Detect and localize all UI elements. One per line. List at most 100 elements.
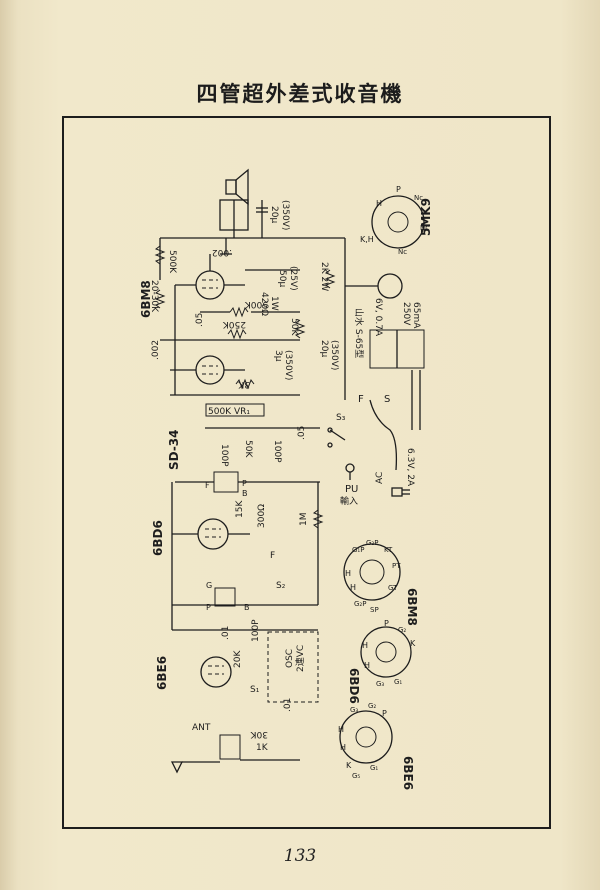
- be6-pin-k: K: [346, 761, 352, 770]
- pu-input-label: 輸入: [340, 495, 358, 507]
- be6-pin-g1: G₁: [370, 764, 378, 772]
- tube-label-6be6-pins: 6BE6: [401, 756, 415, 790]
- c20ub-label: 20μ: [319, 340, 329, 357]
- r2k-label: 2K 2W: [319, 262, 329, 291]
- c20u-volt-label: (350V): [280, 200, 290, 230]
- be6-pin-g3: G₃: [350, 706, 358, 714]
- bd6-pin-h2: H: [364, 661, 370, 670]
- mk9-pin-p: P: [396, 185, 401, 194]
- bd6-pin-h1: H: [362, 641, 368, 650]
- bd6-pin-g1: G₁: [394, 678, 402, 686]
- coil-a-p: P: [206, 603, 211, 612]
- tube-label-6bd6-pins: 6BD6: [347, 668, 361, 704]
- ac-volt-label: 6.3V, 2A: [405, 448, 415, 487]
- page-title: 四管超外差式收音機: [196, 82, 404, 106]
- ac-label: AC: [375, 472, 385, 484]
- bd6-pin-g2: G₂: [398, 626, 406, 634]
- coil-a-b: B: [244, 603, 250, 612]
- c100pa-label: 100P: [219, 444, 229, 467]
- tube-6bm8-pentode: [195, 270, 225, 300]
- switch-label: S: [384, 394, 390, 405]
- speaker-icon: [225, 168, 249, 206]
- bm8-pin-g1p: G₁P: [352, 546, 364, 554]
- c20ub-volt-label: (350V): [329, 340, 339, 370]
- bm8-pin-gt: GT: [388, 584, 398, 592]
- c05a-label: .05: [195, 313, 205, 327]
- coil-b-f: F: [205, 481, 210, 490]
- r250k-label: 250K: [222, 319, 246, 329]
- tube-5mk9-pin-diagram: [371, 195, 425, 249]
- bd6-pin-k: K: [410, 639, 416, 648]
- s2-label: S₂: [276, 581, 286, 591]
- tube-label-6bm8-pins: 6BM8: [405, 588, 419, 626]
- c3u-label: 3μ: [273, 350, 283, 362]
- bm8-pin-g2p: G₂P: [366, 539, 378, 547]
- vr500k-label: 500K VR₁: [208, 407, 250, 417]
- mk9-pin-nc1: Nc: [414, 194, 423, 202]
- dual-vc-label: 2連VC: [294, 645, 306, 672]
- tube-label-6be6: 6BE6: [155, 656, 169, 690]
- tube-label-6bd6: 6BD6: [151, 520, 165, 556]
- be6-pin-h2: H: [340, 743, 346, 752]
- s1-label: S₁: [250, 685, 260, 695]
- plug-icon: [391, 487, 410, 497]
- mk9-pin-nc3: Nc: [398, 248, 407, 256]
- r1m-label: 1M: [299, 513, 309, 527]
- c20u-label: 20μ: [269, 206, 279, 223]
- r15k-label: 15K: [235, 500, 245, 518]
- c01a-label: .01: [221, 626, 231, 640]
- r50ka-label: 50K: [289, 318, 299, 336]
- mk9-pin-kh: K,H: [360, 235, 374, 244]
- tube-6be6: [200, 656, 232, 688]
- coil-b-b: B: [242, 489, 248, 498]
- trans-v1-label: 6V, 0.7A: [373, 298, 383, 337]
- r500k2-label: 500K: [244, 299, 268, 309]
- tube-label-sd34: SD-34: [167, 429, 181, 470]
- bm8-pin-kt: KT: [384, 546, 393, 554]
- r300-label: 300Ω: [257, 504, 267, 528]
- be6-pin-h1: H: [338, 725, 344, 734]
- bm8-pin-g2p-b: G₂P: [354, 600, 366, 608]
- coil-c-f: F: [270, 551, 275, 561]
- r30k-label: 30K: [250, 729, 268, 739]
- c100pb-label: 100P: [272, 440, 282, 463]
- coil-a-g: G: [206, 581, 212, 590]
- tube-6bm8-pin-diagram: [343, 543, 401, 601]
- bm8-pin-h2: H: [350, 583, 356, 592]
- trans-v2-label: 250V: [401, 302, 411, 326]
- ant-label: ANT: [192, 723, 211, 733]
- tube-6bd6: [197, 518, 229, 550]
- osc-label: OSC: [285, 649, 295, 668]
- mk9-pin-h: H: [376, 199, 382, 208]
- output-transformer: [219, 199, 249, 231]
- schematic-frame: [62, 116, 551, 829]
- mk9-pin-nc2: Nc: [420, 224, 429, 232]
- c50u-label: 50μ: [277, 270, 287, 287]
- r1k-label: 1K: [256, 743, 269, 753]
- c002b-label: .002: [151, 340, 161, 360]
- trans-v3-label: 65mA: [411, 302, 421, 329]
- r420-label: 420Ω: [259, 292, 269, 316]
- bd6-pin-p: P: [384, 619, 389, 628]
- be6-pin-p: P: [382, 709, 387, 718]
- tube-label-6bm8: 6BM8: [139, 280, 153, 318]
- r420-watt-label: 1W: [269, 296, 279, 311]
- c3u-volt-label: (350V): [283, 350, 293, 380]
- tube-label-5mk9: 5MK9: [419, 198, 433, 236]
- fuse-label: F: [358, 394, 364, 405]
- tube-6be6-pin-diagram: [339, 710, 393, 764]
- c50u-volt-label: (25V): [288, 266, 298, 291]
- bm8-pin-h1: H: [345, 569, 351, 578]
- pu-label: PU: [345, 484, 358, 495]
- c01b-label: .01: [283, 698, 293, 712]
- r50kb-label: 50K: [243, 440, 253, 458]
- r20k-label: 20K: [233, 650, 243, 668]
- s3-label: S₃: [336, 413, 346, 423]
- page-number: 133: [283, 846, 317, 866]
- trans-label: 山水 S-65型: [353, 308, 365, 358]
- bm8-pin-pt: PT: [392, 562, 401, 570]
- bd6-pin-g3: G₃: [376, 680, 384, 688]
- r500k-label: 500K: [167, 250, 177, 274]
